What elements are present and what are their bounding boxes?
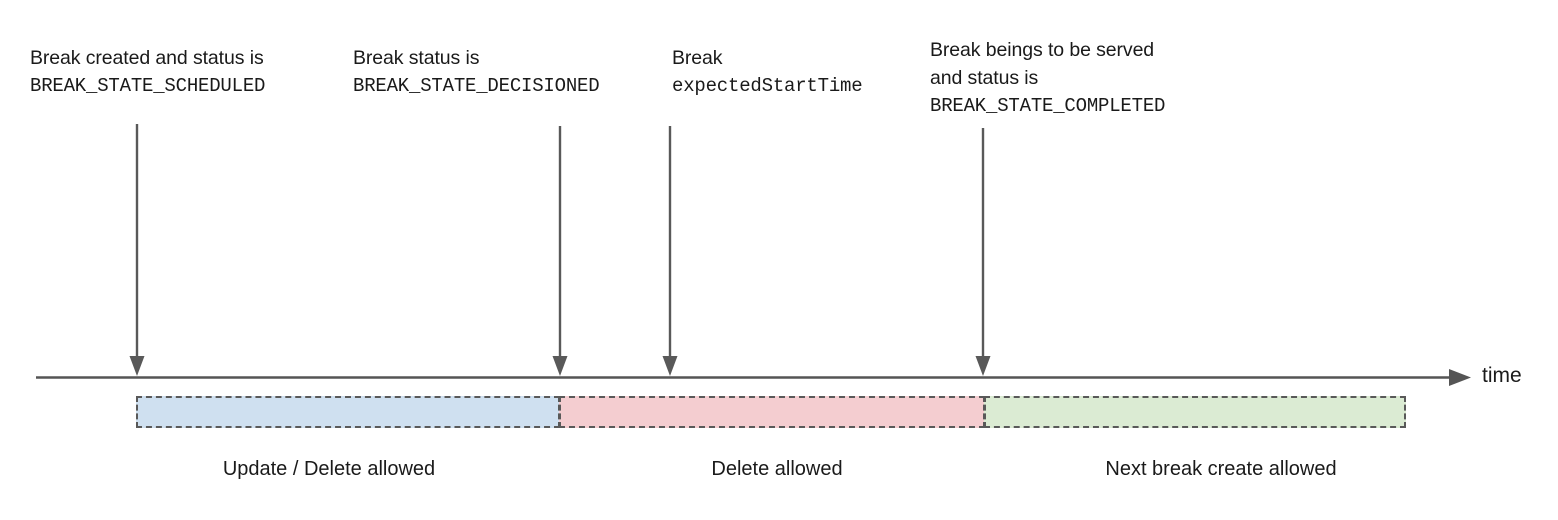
phase-bar-next-break-create: [984, 396, 1406, 428]
phase-caption-delete: Delete allowed: [711, 458, 843, 480]
event-label-break-decisioned: Break status is BREAK_STATE_DECISIONED: [353, 44, 600, 100]
phase-caption-next-break-create: Next break create allowed: [1105, 458, 1337, 480]
pointer-arrow-break-created: [129, 124, 145, 376]
event-label-line: BREAK_STATE_COMPLETED: [930, 95, 1166, 117]
event-label-line: and status is: [930, 67, 1039, 89]
phase-bar-update-delete: [136, 396, 560, 428]
event-label-line: BREAK_STATE_DECISIONED: [353, 75, 600, 97]
phase-caption-update-delete: Update / Delete allowed: [222, 458, 436, 480]
event-label-line: Break beings to be served: [930, 39, 1155, 61]
event-label-line: Break: [672, 47, 723, 69]
pointer-arrow-expected-start-time: [662, 126, 678, 376]
event-label-expected-start-time: Break expectedStartTime: [672, 44, 863, 100]
time-axis-label: time: [1482, 364, 1522, 387]
pointer-arrow-break-decisioned: [552, 126, 568, 376]
event-label-line: Break created and status is: [30, 47, 264, 69]
event-label-break-created: Break created and status is BREAK_STATE_S…: [30, 44, 265, 100]
event-label-break-completed: Break beings to be served and status is BR…: [930, 36, 1165, 120]
event-label-line: expectedStartTime: [672, 75, 863, 97]
event-label-line: BREAK_STATE_SCHEDULED: [30, 75, 266, 97]
time-axis-line: [36, 369, 1471, 386]
pointer-arrow-break-completed: [975, 128, 991, 376]
phase-bar-delete: [559, 396, 985, 428]
event-label-line: Break status is: [353, 47, 480, 69]
